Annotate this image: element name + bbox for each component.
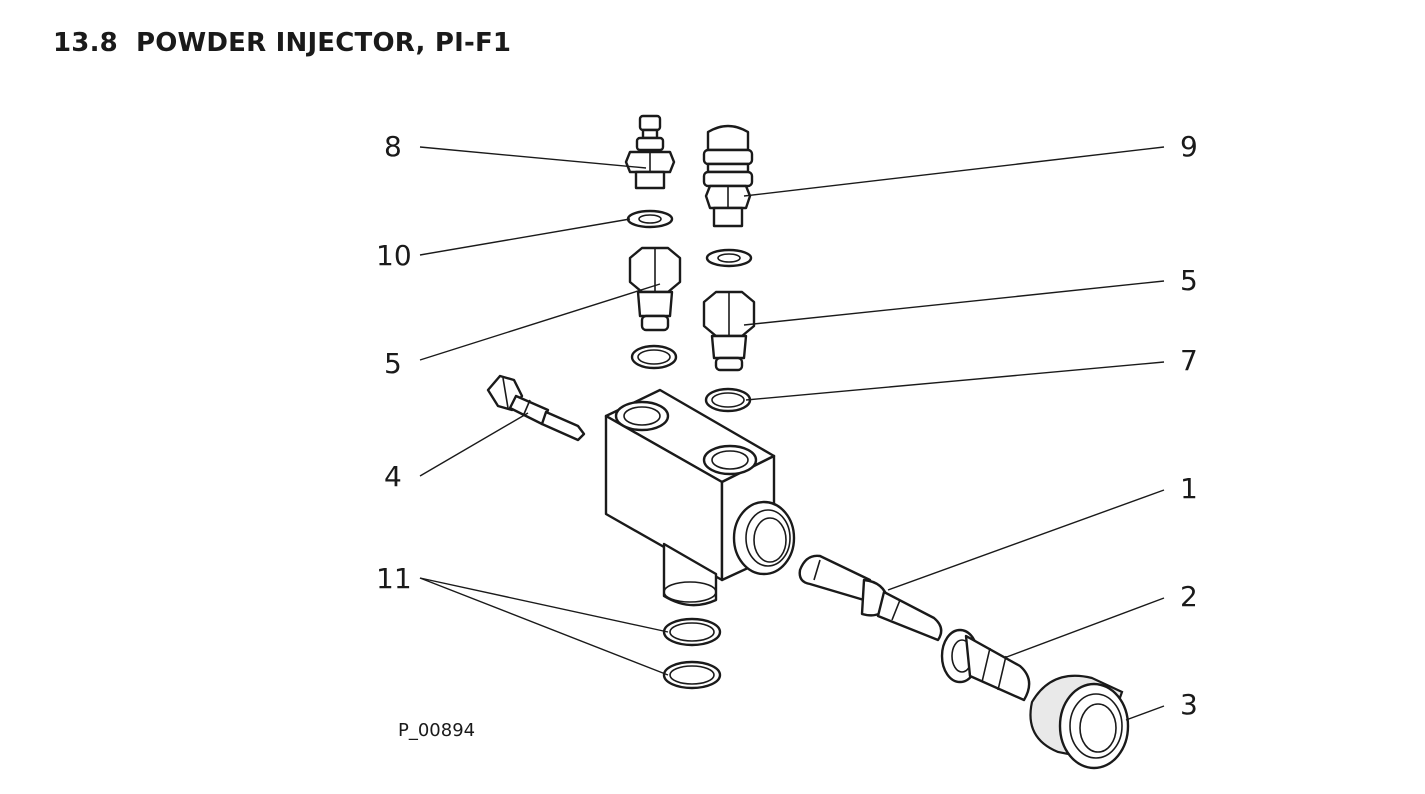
leader-9 xyxy=(743,146,1165,197)
leader-1 xyxy=(887,489,1165,591)
leader-4 xyxy=(419,412,529,477)
callout-2: 2 xyxy=(1180,580,1198,613)
leader-11-upper xyxy=(419,577,669,633)
leader-11-lower xyxy=(419,577,669,676)
figure-reference: P_00894 xyxy=(398,720,475,741)
section-number: 13.8 xyxy=(53,28,118,58)
part-2-hose-connector xyxy=(940,628,1031,702)
callout-7: 7 xyxy=(1180,344,1198,377)
main-injector-body xyxy=(604,388,796,607)
leader-8 xyxy=(419,146,647,169)
part-5-adapter-left xyxy=(628,246,682,332)
part-7-o-ring-right xyxy=(704,387,752,413)
part-10-washer-right xyxy=(705,248,753,268)
part-4-needle-valve xyxy=(486,374,586,442)
callout-10: 10 xyxy=(376,239,412,272)
callout-11: 11 xyxy=(376,562,412,595)
part-7-o-ring-left xyxy=(630,344,678,370)
callout-1: 1 xyxy=(1180,472,1198,505)
callout-3: 3 xyxy=(1180,688,1198,721)
callout-4: 4 xyxy=(384,460,402,493)
leader-5-left xyxy=(419,283,661,361)
section-title: 13.8 POWDER INJECTOR, PI-F1 xyxy=(53,28,511,58)
part-9-air-coupling xyxy=(702,124,754,228)
part-8-air-nipple xyxy=(624,114,676,190)
section-name: POWDER INJECTOR, PI-F1 xyxy=(135,28,512,58)
callout-9: 9 xyxy=(1180,130,1198,163)
part-3-knurled-nut xyxy=(1029,674,1130,770)
part-1-injector-insert xyxy=(798,554,943,642)
leader-5-right xyxy=(743,280,1165,326)
part-5-adapter-right xyxy=(702,290,756,372)
leader-3 xyxy=(1125,705,1165,721)
callout-8: 8 xyxy=(384,130,402,163)
leader-lines xyxy=(419,146,1165,721)
callout-5-left: 5 xyxy=(384,347,402,380)
part-11-o-ring-upper xyxy=(662,617,722,647)
leader-10 xyxy=(419,218,631,256)
callout-5-right: 5 xyxy=(1180,264,1198,297)
part-10-washer-left xyxy=(626,209,674,229)
part-11-o-ring-lower xyxy=(662,660,722,690)
leader-7 xyxy=(745,361,1165,401)
callout-labels: 8 9 10 5 5 7 4 1 2 11 3 xyxy=(376,130,1198,721)
leader-2 xyxy=(1003,597,1165,659)
